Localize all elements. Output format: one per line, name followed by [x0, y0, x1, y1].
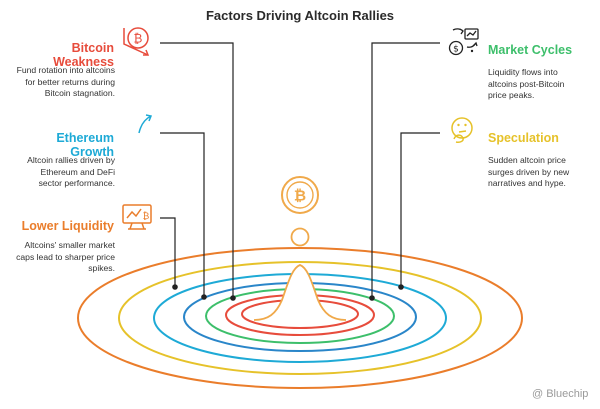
thinking-face-icon [451, 117, 473, 143]
factor-description-bitcoin-weakness: Fund rotation into altcoins for better r… [16, 65, 115, 98]
bitcoin-coin-icon: ₿ [281, 176, 319, 214]
connector-dots [172, 284, 404, 301]
svg-text:₿: ₿ [134, 32, 143, 46]
dot-market-cycles [369, 295, 375, 301]
dollar-cycle-icon: $ [448, 28, 479, 56]
diagram-title: Factors Driving Altcoin Rallies [205, 8, 395, 23]
svg-text:₿: ₿ [294, 187, 306, 205]
svg-text:$: $ [453, 45, 459, 55]
connector-lines [160, 42, 440, 297]
splash-peak [253, 264, 347, 321]
droplet [290, 227, 310, 247]
factor-heading-market-cycles: Market Cycles [488, 43, 573, 57]
factor-heading-speculation: Speculation [488, 131, 559, 145]
connector-ethereum-growth [160, 132, 205, 297]
connector-speculation [400, 132, 440, 287]
chart-monitor-icon: ₿ [122, 204, 152, 230]
factor-description-ethereum-growth: Altcoin rallies driven by Ethereum and D… [27, 155, 115, 188]
dot-ethereum-growth [201, 294, 207, 300]
bitcoin-down-icon: ₿ [123, 27, 150, 56]
factor-heading-ethereum-growth: Ethereum Growth [56, 131, 114, 159]
connector-market-cycles [371, 42, 440, 297]
factor-description-speculation: Sudden altcoin price surges driven by ne… [488, 155, 570, 188]
dot-speculation [398, 284, 404, 290]
connector-bitcoin-weakness [160, 42, 234, 297]
connector-lower-liquidity [160, 217, 176, 287]
factor-heading-lower-liquidity: Lower Liquidity [21, 219, 114, 233]
svg-text:₿: ₿ [143, 211, 150, 222]
dot-lower-liquidity [172, 284, 178, 290]
factor-description-lower-liquidity: Altcoins' smaller market caps lead to sh… [16, 240, 115, 273]
factor-description-market-cycles: Liquidity flows into altcoins post-Bitco… [488, 67, 565, 100]
ring-speculation [118, 261, 482, 375]
trend-up-icon [138, 114, 153, 134]
ring-lower-liquidity [77, 247, 523, 389]
watermark: @ Bluechip [532, 388, 589, 400]
factor-heading-bitcoin-weakness: Bitcoin Weakness [53, 41, 114, 69]
dot-bitcoin-weakness [230, 295, 236, 301]
